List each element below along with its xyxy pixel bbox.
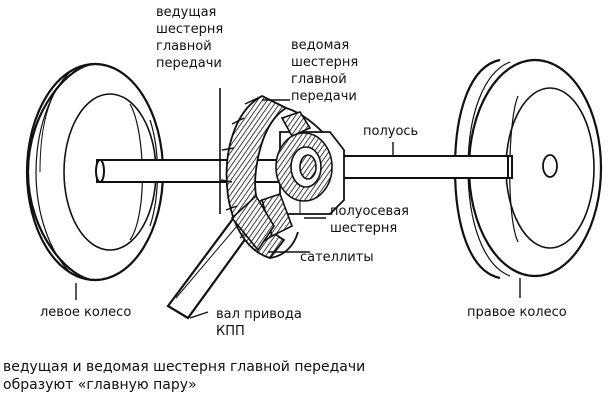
drive-pinion — [230, 194, 275, 252]
label-drive-shaft-line: КПП — [216, 324, 245, 339]
label-satellites: сателлиты — [300, 250, 374, 265]
label-drive-gear-line: шестерня — [156, 22, 224, 37]
label-side-gear-line: шестерня — [330, 221, 398, 236]
right-axle — [319, 155, 513, 179]
side-gear — [275, 132, 333, 202]
label-driven-gear-line: передачи — [291, 89, 357, 104]
leader-lines — [75, 99, 521, 319]
caption-line: ведущая и ведомая шестерня главной перед… — [3, 359, 366, 375]
label-driven-gear-line: ведомая — [291, 38, 350, 53]
label-drive-shaft: вал привода КПП — [216, 306, 302, 340]
label-drive-gear-line: ведущая — [156, 5, 217, 20]
label-drive-gear-line: передачи — [156, 56, 222, 71]
label-drive-shaft-line: вал привода — [216, 307, 302, 322]
diagram-caption: ведущая и ведомая шестерня главной перед… — [3, 358, 365, 394]
label-side-gear: полуосевая шестерня — [330, 203, 409, 237]
label-axle: полуось — [363, 124, 419, 139]
label-driven-gear-line: шестерня — [291, 55, 359, 70]
caption-line: образуют «главную пару» — [3, 377, 197, 393]
label-left-wheel: левое колесо — [40, 305, 132, 320]
label-drive-gear: ведущая шестерня главной передачи — [156, 4, 223, 72]
label-side-gear-line: полуосевая — [330, 204, 410, 219]
label-driven-gear: ведомая шестерня главной передачи — [291, 37, 358, 105]
label-right-wheel: правое колесо — [467, 305, 567, 320]
label-driven-gear-line: главной — [291, 72, 347, 87]
label-drive-gear-line: главной — [156, 39, 212, 54]
